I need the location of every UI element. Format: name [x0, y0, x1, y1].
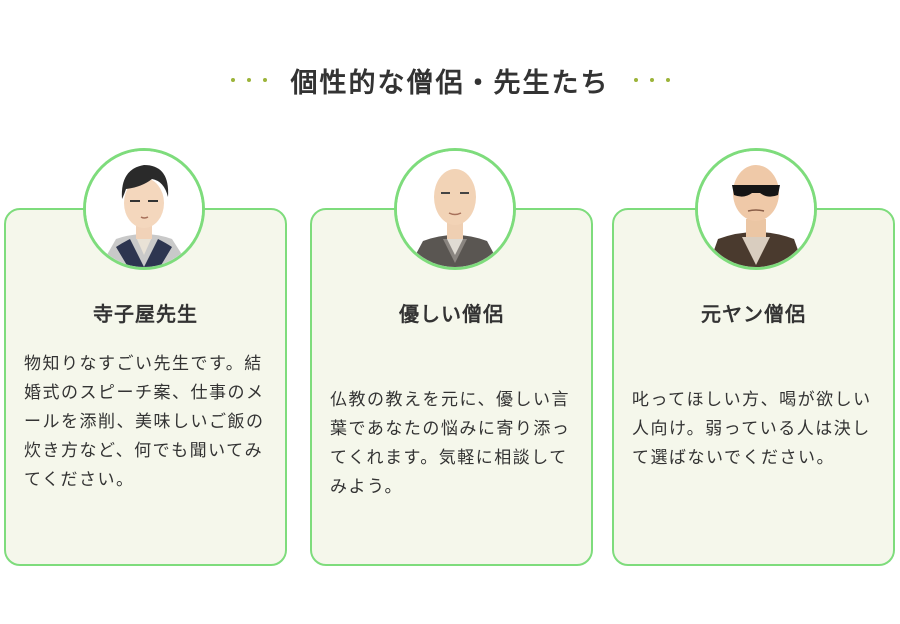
- decorative-dots-left: [230, 78, 267, 82]
- section-header: 個性的な僧侶・先生たち: [0, 58, 900, 102]
- ex-delinquent-monk-portrait-icon: [698, 151, 814, 267]
- card-description: 物知りなすごい先生です。結婚式のスピーチ案、仕事のメールを添削、美味しいご飯の炊…: [24, 354, 265, 490]
- card-name: 寺子屋先生: [93, 302, 198, 326]
- teacher-avatar: [83, 148, 205, 270]
- teacher-portrait-icon: [86, 151, 202, 267]
- card-description: 仏教の教えを元に、優しい言葉であなたの悩みに寄り添ってくれます。気軽に相談してみ…: [330, 390, 571, 497]
- card-name: 優しい僧侶: [399, 302, 504, 326]
- kind-monk-avatar: [394, 148, 516, 270]
- card-name: 元ヤン僧侶: [701, 302, 806, 326]
- card-description: 叱ってほしい方、喝が欲しい人向け。弱っている人は決して選ばないでください。: [632, 390, 872, 468]
- decorative-dots-right: [633, 78, 670, 82]
- ex-delinquent-monk-avatar: [695, 148, 817, 270]
- section-title: 個性的な僧侶・先生たち: [290, 67, 610, 99]
- kind-monk-portrait-icon: [397, 151, 513, 267]
